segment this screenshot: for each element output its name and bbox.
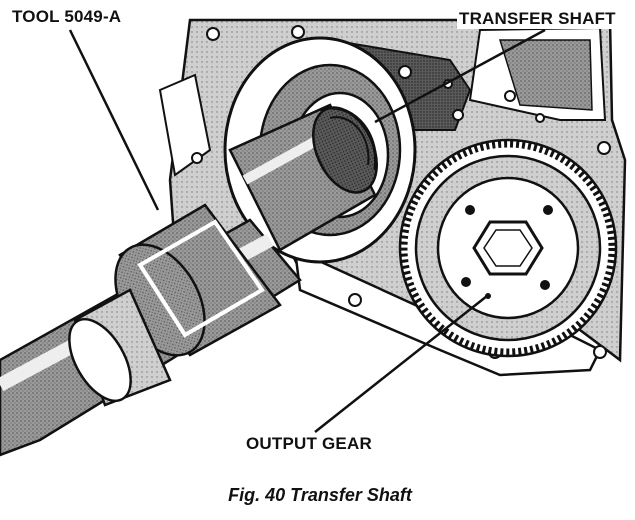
label-tool: TOOL 5049-A (10, 7, 124, 27)
label-output-gear: OUTPUT GEAR (244, 434, 374, 454)
leader-tool (68, 29, 160, 211)
label-transfer-shaft: TRANSFER SHAFT (457, 9, 618, 29)
figure-caption: Fig. 40 Transfer Shaft (228, 485, 412, 505)
leader-lines (68, 28, 546, 433)
tool-5049-a (0, 103, 378, 457)
leader-output-gear (314, 295, 488, 433)
output-gear (398, 138, 618, 358)
leader-transfer-shaft (374, 28, 546, 124)
